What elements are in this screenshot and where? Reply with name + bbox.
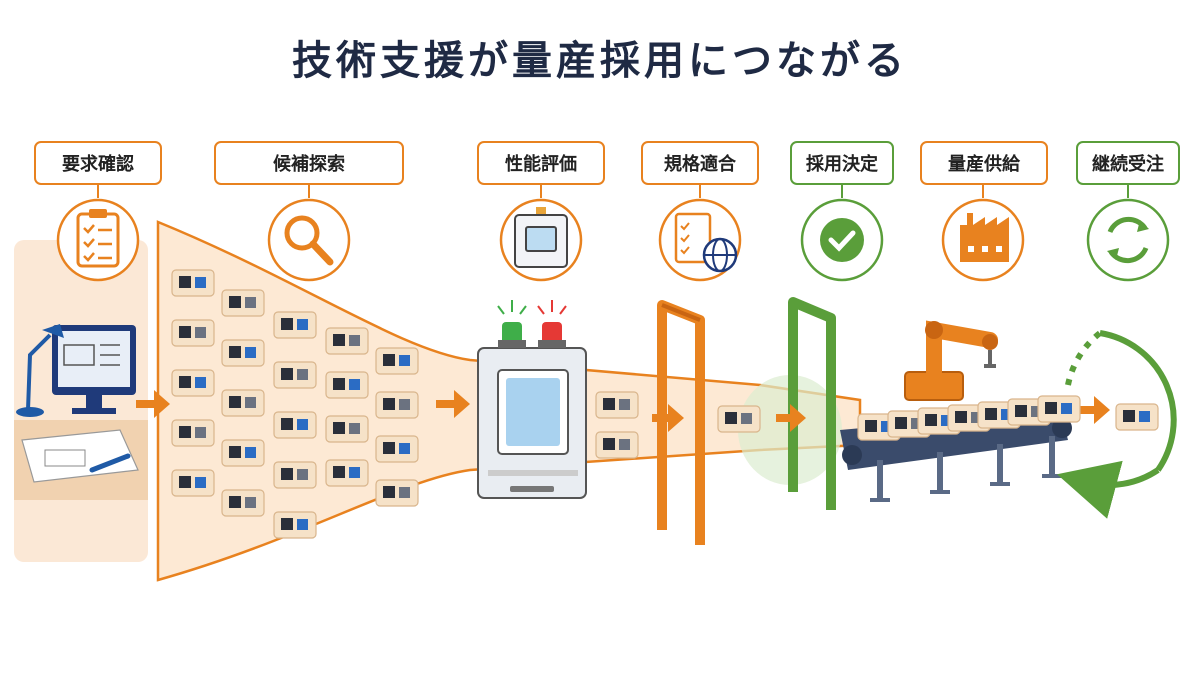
stage-label-repeat-order: 継続受注 (1076, 141, 1180, 185)
check-circle-icon (800, 198, 884, 282)
component-chip (325, 327, 369, 355)
component-chip (325, 459, 369, 487)
designer-desk-illustration (14, 324, 148, 500)
component-chip (221, 489, 265, 517)
stage-label-search: 候補探索 (214, 141, 404, 185)
component-chip (375, 479, 419, 507)
component-chip (1037, 395, 1081, 423)
component-chip (273, 461, 317, 489)
component-chip (221, 439, 265, 467)
component-chip (325, 371, 369, 399)
clipboard-checklist-icon (56, 198, 140, 282)
component-chip (717, 405, 761, 433)
label-connectors (97, 185, 984, 198)
checklist-globe-icon (658, 198, 742, 282)
component-chip (273, 311, 317, 339)
adoption-gate (788, 297, 836, 510)
page-title: 技術支援が量産採用につながる (292, 38, 908, 84)
factory-icon (941, 198, 1025, 282)
component-chip (273, 511, 317, 539)
component-chip (171, 469, 215, 497)
desk-background (14, 240, 148, 562)
component-chip (325, 415, 369, 443)
component-chip (221, 289, 265, 317)
component-chip (595, 391, 639, 419)
robot-arm-illustration (904, 320, 998, 401)
magnifier-icon (267, 198, 351, 282)
test-chamber-icon (499, 198, 583, 282)
flow-arrows (136, 390, 1110, 432)
candidate-chips (171, 269, 761, 539)
stage-label-requirement: 要求確認 (34, 141, 162, 185)
component-chip (273, 361, 317, 389)
component-chip (171, 369, 215, 397)
stage-label-evaluation: 性能評価 (477, 141, 605, 185)
component-chip (221, 339, 265, 367)
component-chip (1115, 403, 1159, 431)
component-chip (171, 419, 215, 447)
component-chip (273, 411, 317, 439)
component-chip (595, 431, 639, 459)
recycle-arrows-icon (1086, 198, 1170, 282)
conveyor-chips (857, 395, 1159, 441)
stage-label-adoption: 採用決定 (790, 141, 894, 185)
stage-label-compliance: 規格適合 (641, 141, 759, 185)
stage-label-mass-supply: 量産供給 (920, 141, 1048, 185)
component-chip (375, 347, 419, 375)
component-chip (375, 391, 419, 419)
component-chip (375, 435, 419, 463)
component-chip (171, 269, 215, 297)
component-chip (171, 319, 215, 347)
component-chip (221, 389, 265, 417)
test-chamber-illustration (477, 300, 587, 499)
repeat-order-loop (1057, 330, 1177, 519)
